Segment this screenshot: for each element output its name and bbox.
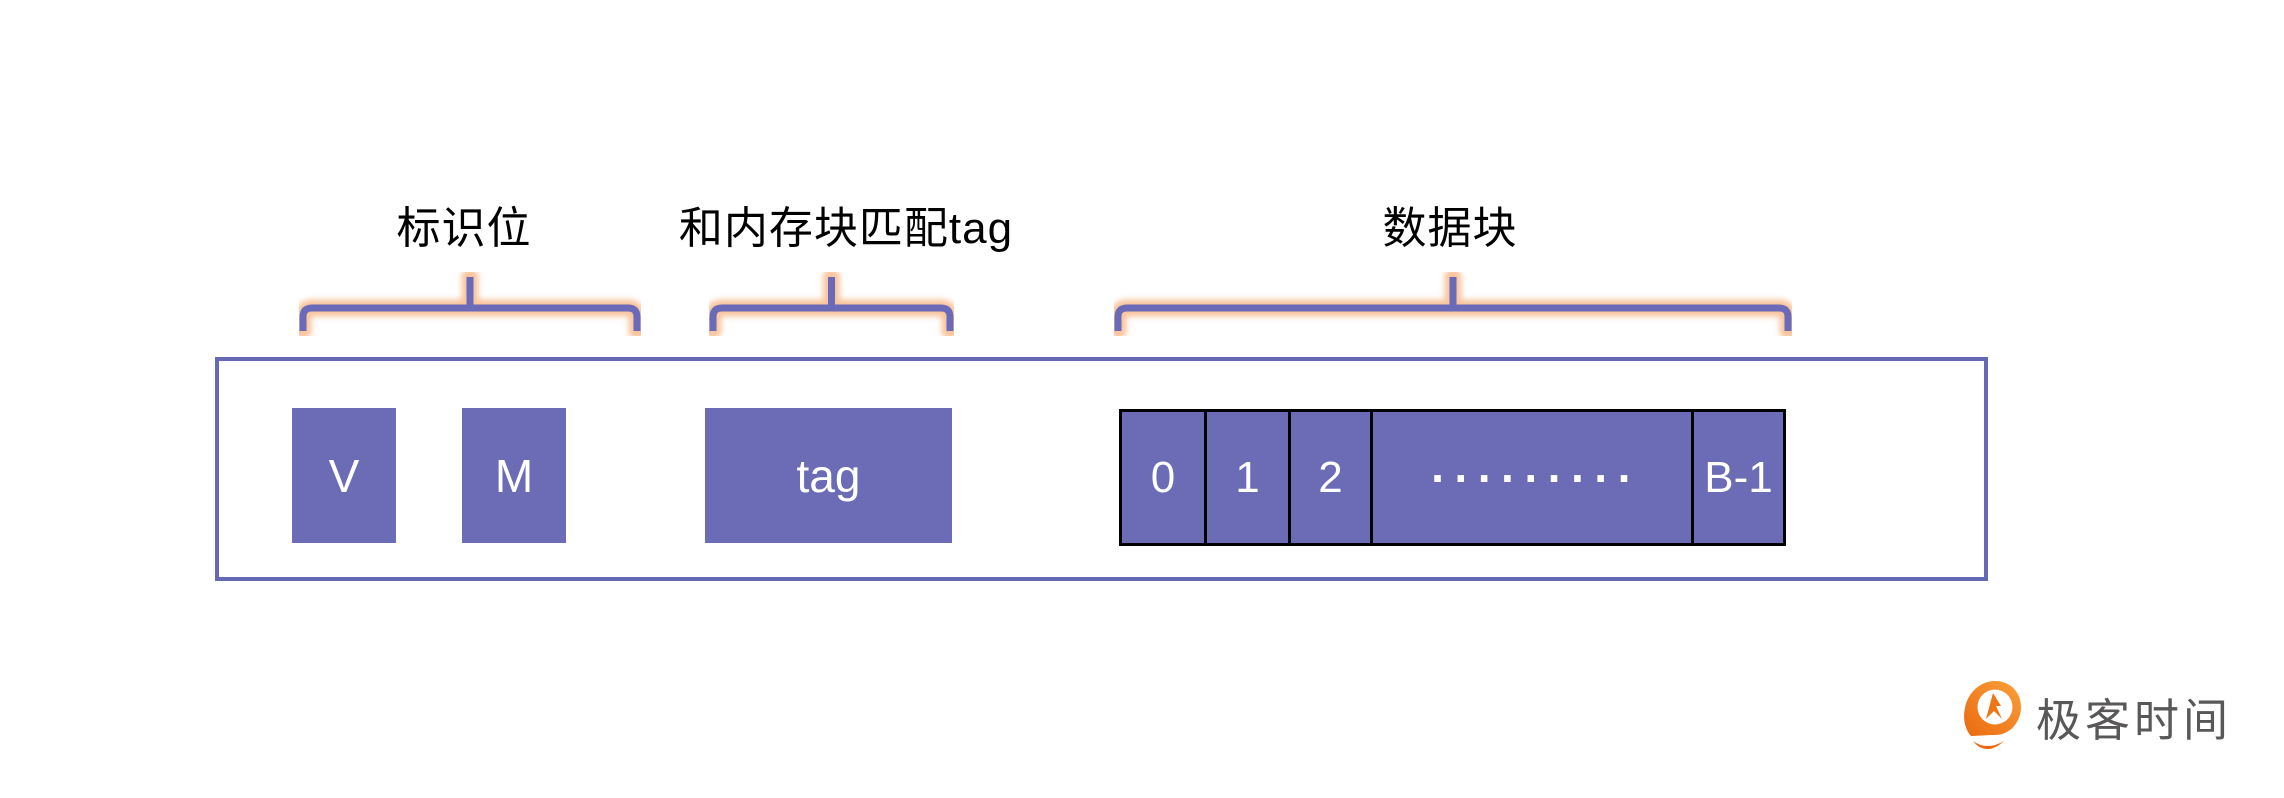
tag-box: tag [705, 408, 952, 543]
data-cell-ellipsis: ········· [1370, 409, 1694, 546]
brace-flag-bits [299, 272, 641, 336]
data-cell-b-minus-1: B-1 [1691, 409, 1786, 546]
label-flag-bits: 标识位 [396, 204, 532, 253]
geektime-logo-text: 极客时间 [2036, 694, 2233, 746]
brace-data-block [1114, 272, 1792, 336]
modified-bit-box: M [462, 408, 566, 543]
label-data-block: 数据块 [1382, 204, 1518, 253]
valid-bit-box: V [292, 408, 396, 543]
data-cell-2: 2 [1288, 409, 1373, 546]
geektime-logo: 极客时间 [1962, 678, 2232, 754]
label-tag-match: 和内存块匹配tag [678, 204, 1014, 253]
data-cell-1: 1 [1204, 409, 1291, 546]
geektime-pin-icon [1964, 681, 2021, 750]
brace-tag [709, 272, 954, 336]
data-cell-0: 0 [1119, 409, 1207, 546]
data-block-row: 0 1 2 ········· B-1 [1119, 409, 1786, 546]
